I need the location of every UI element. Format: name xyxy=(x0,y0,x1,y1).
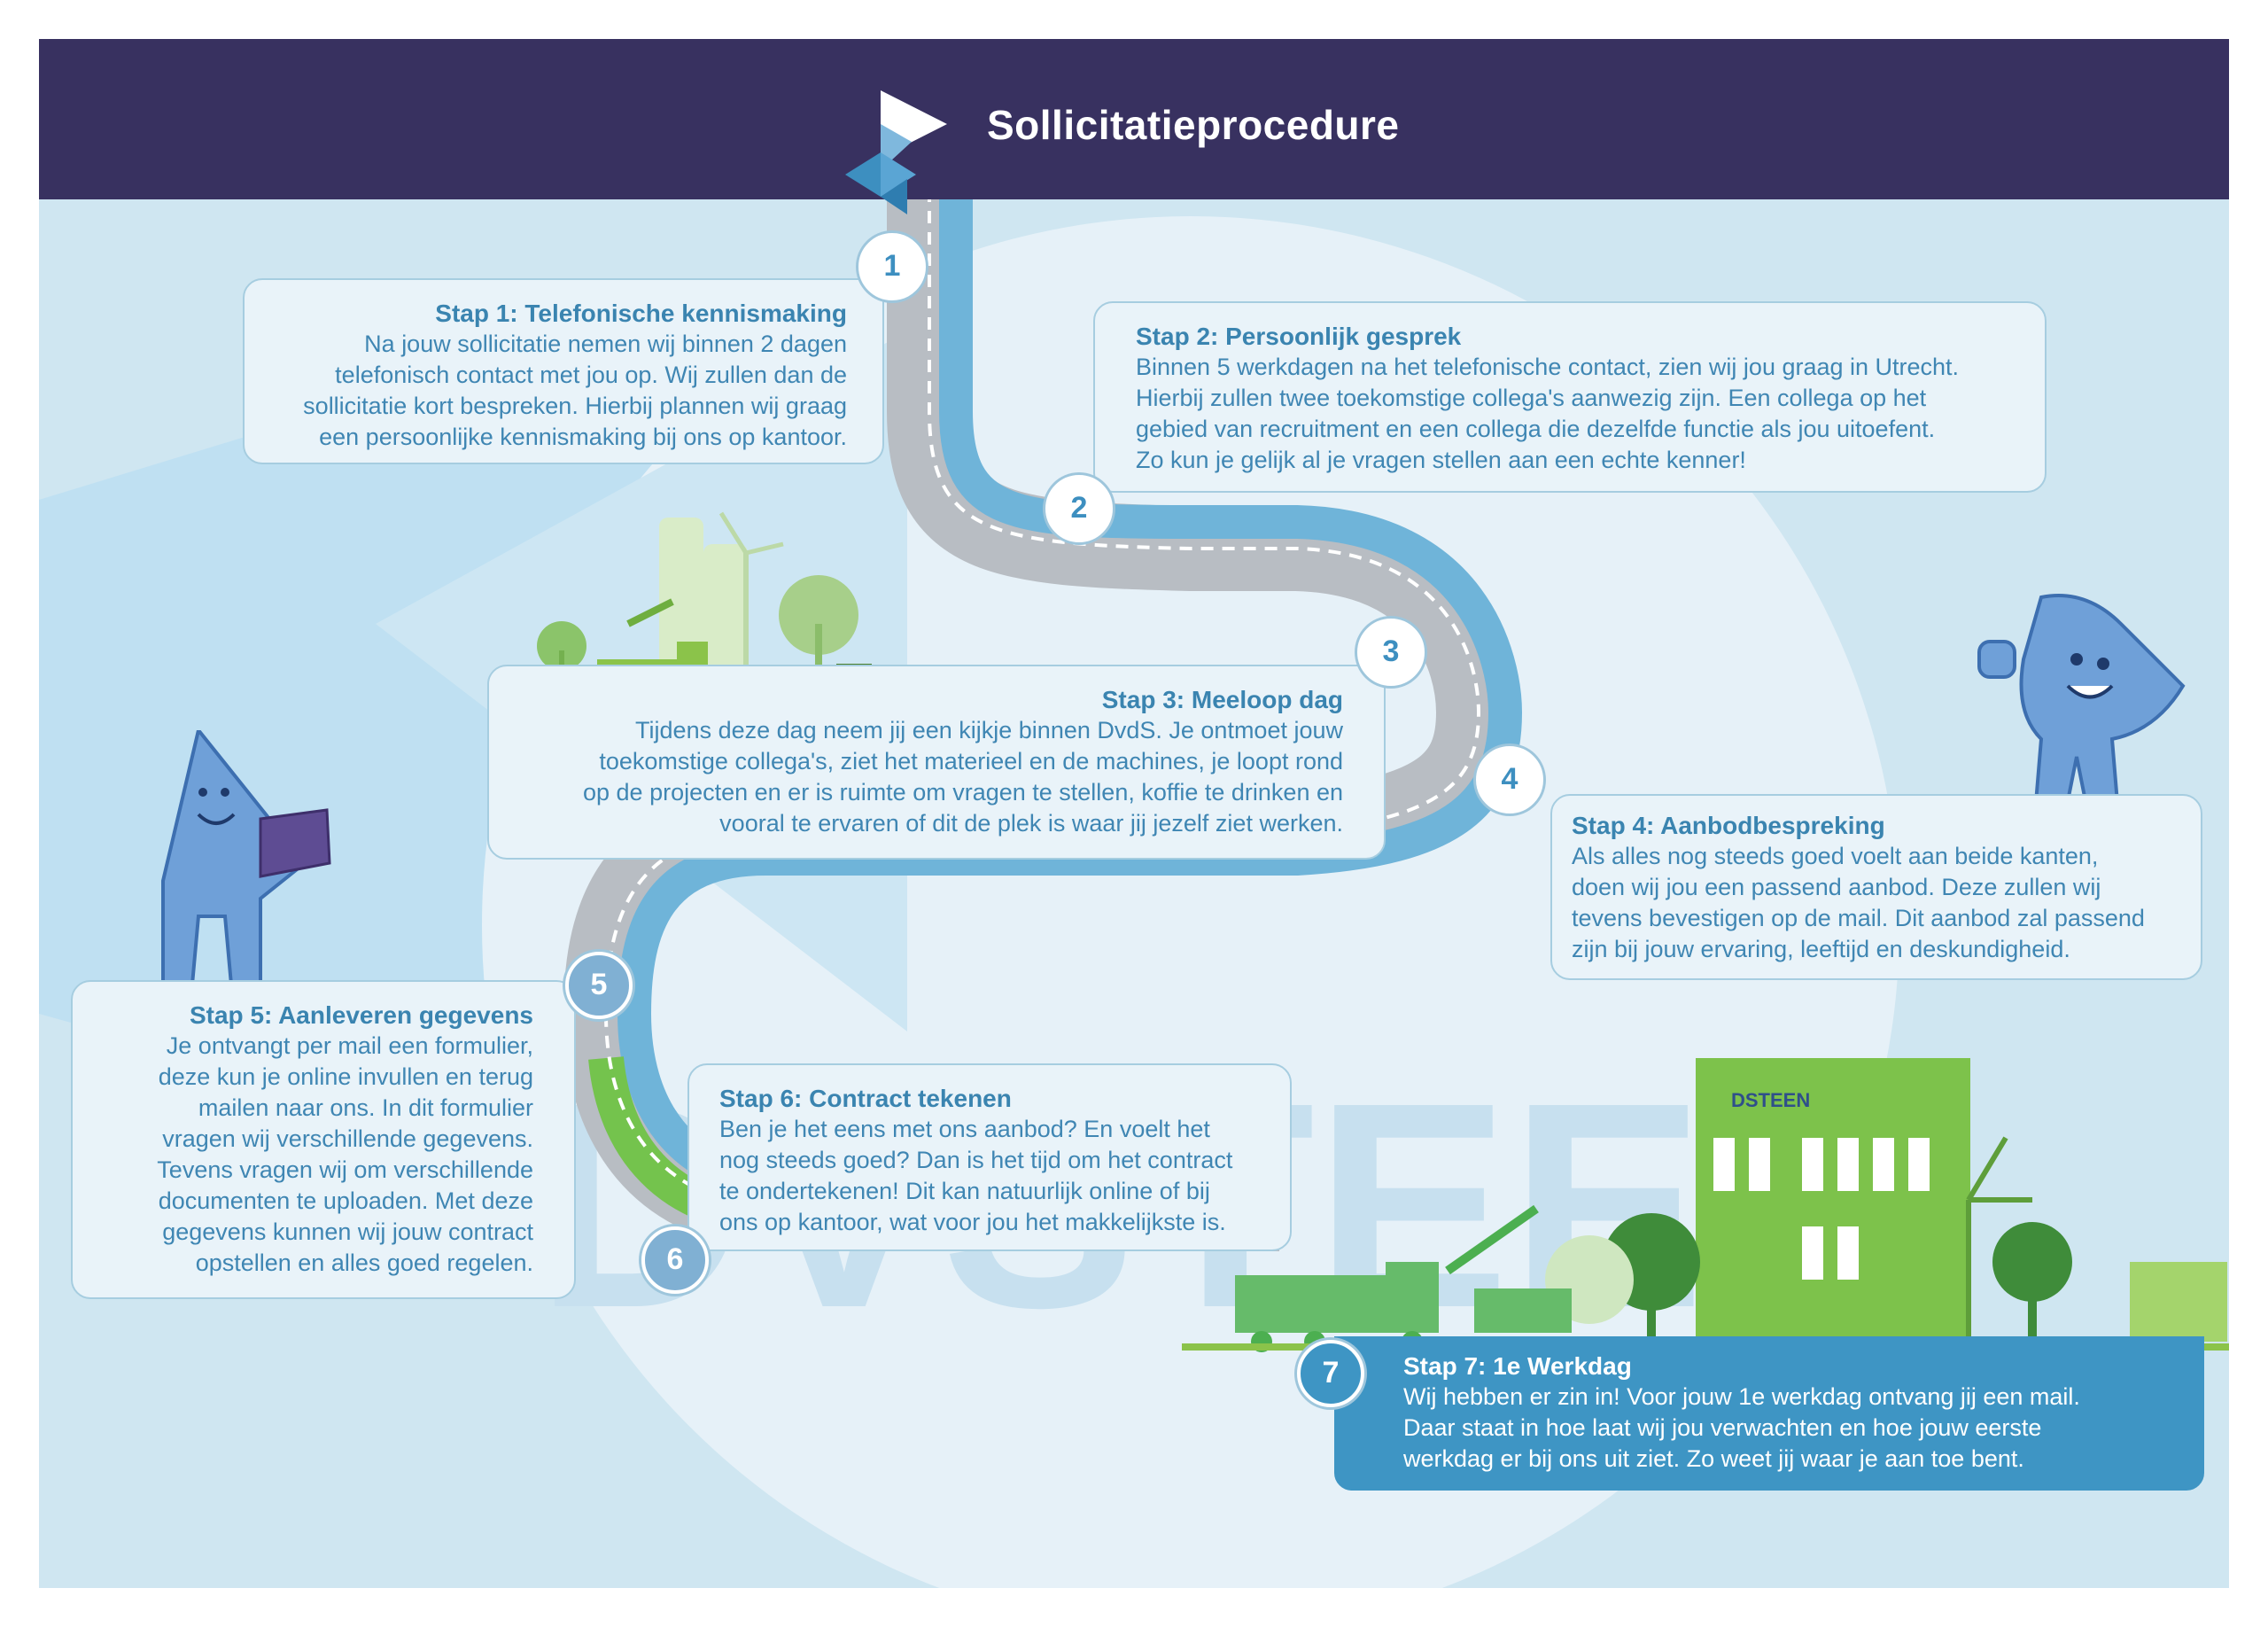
step-5-box: Stap 5: Aanleveren gegevens Je ontvangt … xyxy=(71,980,576,1299)
step-7-line: Wij hebben er zin in! Voor jouw 1e werkd… xyxy=(1403,1383,2080,1410)
step-5-line: gegevens kunnen wij jouw contract xyxy=(162,1218,533,1245)
step-6-line: nog steeds goed? Dan is het tijd om het … xyxy=(719,1147,1233,1173)
header-bar: Sollicitatieprocedure xyxy=(39,39,2229,214)
step-4-line: doen wij jou een passend aanbod. Deze zu… xyxy=(1572,874,2101,900)
office-building-illustration: DSTEEN xyxy=(1182,1058,2229,1352)
step-4-line: Als alles nog steeds goed voelt aan beid… xyxy=(1572,843,2099,869)
step-5-line: Je ontvangt per mail een formulier, xyxy=(166,1032,533,1059)
step-7-title: Stap 7: 1e Werkdag xyxy=(1403,1352,1632,1380)
step-6-number-badge: 6 xyxy=(641,1226,709,1294)
step-5-line: deze kun je online invullen en terug xyxy=(158,1063,533,1090)
step-4-box: Stap 4: Aanbodbespreking Als alles nog s… xyxy=(1550,794,2202,980)
step-6-box: Stap 6: Contract tekenen Ben je het eens… xyxy=(687,1063,1292,1251)
step-2-line: Zo kun je gelijk al je vragen stellen aa… xyxy=(1136,447,1746,473)
step-7-line: werkdag er bij ons uit ziet. Zo weet jij… xyxy=(1403,1445,2024,1472)
step-6-title: Stap 6: Contract tekenen xyxy=(719,1085,1012,1112)
step-6-line: Ben je het eens met ons aanbod? En voelt… xyxy=(719,1116,1210,1142)
step-2-title: Stap 2: Persoonlijk gesprek xyxy=(1136,323,1462,350)
step-5-line: opstellen en alles goed regelen. xyxy=(195,1249,533,1276)
step-4-title: Stap 4: Aanbodbespreking xyxy=(1572,812,1885,839)
step-5-number-badge: 5 xyxy=(565,952,633,1019)
step-1-number-badge: 1 xyxy=(858,233,926,300)
step-4-line: tevens bevestigen op de mail. Dit aanbod… xyxy=(1572,905,2145,931)
step-3-title: Stap 3: Meeloop dag xyxy=(1101,686,1343,713)
step-2-line: Hierbij zullen twee toekomstige collega'… xyxy=(1136,385,1927,411)
page-title: Sollicitatieprocedure xyxy=(987,102,1400,148)
step-3-line: toekomstige collega's, ziet het materiee… xyxy=(599,748,1343,775)
step-2-line: gebied van recruitment en een collega di… xyxy=(1136,416,1936,442)
step-5-line: Tevens vragen wij om verschillende xyxy=(157,1156,533,1183)
step-7-number-badge: 7 xyxy=(1297,1340,1364,1407)
step-1-line: een persoonlijke kennismaking bij ons op… xyxy=(319,424,847,450)
step-2-box: Stap 2: Persoonlijk gesprek Binnen 5 wer… xyxy=(1093,301,2047,493)
step-6-line: te ondertekenen! Dit kan natuurlijk onli… xyxy=(719,1178,1210,1204)
step-3-line: Tijdens deze dag neem jij een kijkje bin… xyxy=(635,717,1343,743)
step-1-box: Stap 1: Telefonische kennismaking Na jou… xyxy=(243,278,884,464)
step-6-line: ons op kantoor, wat voor jou het makkeli… xyxy=(719,1209,1226,1235)
step-3-line: op de projecten en er is ruimte om vrage… xyxy=(583,779,1343,806)
step-4-line: zijn bij jouw ervaring, leeftijd en desk… xyxy=(1572,936,2070,962)
mascot-laptop-icon xyxy=(161,730,331,1016)
company-logo-icon xyxy=(845,90,947,214)
step-5-line: documenten te uploaden. Met deze xyxy=(158,1187,533,1214)
step-5-title: Stap 5: Aanleveren gegevens xyxy=(189,1001,533,1029)
step-3-box: Stap 3: Meeloop dag Tijdens deze dag nee… xyxy=(487,665,1386,860)
mascot-thumbs-up-icon xyxy=(1977,594,2186,847)
step-1-line: Na jouw sollicitatie nemen wij binnen 2 … xyxy=(364,331,847,357)
building-brand-label: DSTEEN xyxy=(1731,1089,1810,1111)
infographic-page: DVSTEEN Sollicitatieprocedure xyxy=(39,39,2229,1588)
step-4-number-badge: 4 xyxy=(1476,746,1543,814)
step-3-line: vooral te ervaren of dit de plek is waar… xyxy=(719,810,1343,837)
step-3-number-badge: 3 xyxy=(1357,619,1425,686)
step-1-title: Stap 1: Telefonische kennismaking xyxy=(435,300,847,327)
step-2-line: Binnen 5 werkdagen na het telefonische c… xyxy=(1136,354,1960,380)
step-5-line: mailen naar ons. In dit formulier xyxy=(198,1094,533,1121)
step-1-line: sollicitatie kort bespreken. Hierbij pla… xyxy=(303,393,847,419)
step-7-box: Stap 7: 1e Werkdag Wij hebben er zin in!… xyxy=(1334,1336,2204,1491)
step-7-line: Daar staat in hoe laat wij jou verwachte… xyxy=(1403,1414,2042,1441)
step-2-number-badge: 2 xyxy=(1045,475,1113,542)
road-center-line xyxy=(603,190,1481,1211)
step-1-line: telefonisch contact met jou op. Wij zull… xyxy=(335,362,847,388)
step-5-line: vragen wij verschillende gegevens. xyxy=(162,1125,533,1152)
